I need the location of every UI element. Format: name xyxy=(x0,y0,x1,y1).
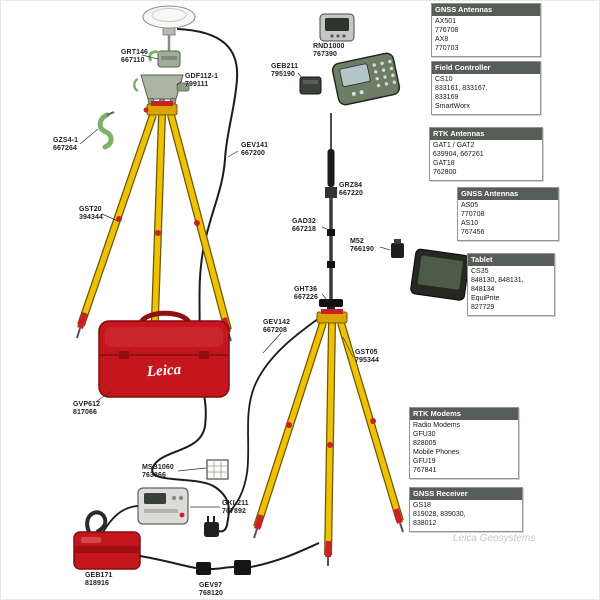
transport-case xyxy=(98,310,230,398)
info-box-header: GNSS Receiver xyxy=(410,488,522,501)
part-label-gev97: GEV97 768120 xyxy=(199,582,223,598)
info-box-items: GS18 819028, 839030, 838012 xyxy=(413,502,466,528)
part-label-gst20: GST20 394344 xyxy=(79,206,103,222)
info-box-gnss-antennas-2: GNSS Antennas AS05 770708 AS10 767456 xyxy=(457,187,559,242)
part-label-gvp612: GVP612 817066 xyxy=(73,401,101,417)
watermark-text: Leica Geosystems xyxy=(453,533,536,544)
info-box-gnss-antennas-1: GNSS Antennas AX501 776708 AX8 770703 xyxy=(431,3,541,58)
info-box-items: GAT1 / GAT2 639904, 667261 GAT18 762800 xyxy=(433,142,484,177)
power-plug xyxy=(204,516,219,537)
info-box-items: Radio Modems GFU30 828005 Mobile Phones … xyxy=(413,422,461,475)
external-battery xyxy=(73,510,141,570)
part-label-gad32: GAD32 667218 xyxy=(292,218,316,234)
info-box-items: CS10 833161, 833167, 833169 SmartWorx xyxy=(435,76,488,111)
info-box-header: RTK Modems xyxy=(410,408,518,421)
cable-connectors xyxy=(196,560,251,575)
adapter-part xyxy=(391,239,404,258)
handheld-device xyxy=(319,13,355,42)
part-label-gzs4: GZS4-1 667264 xyxy=(53,137,79,153)
telescopic-rod xyxy=(325,113,337,299)
part-label-grt146: GRT146 667110 xyxy=(121,49,149,65)
info-box-items: AS05 770708 AS10 767456 xyxy=(461,202,485,237)
info-box-field-controller: Field Controller CS10 833161, 833167, 83… xyxy=(431,61,541,116)
info-box-header: RTK Antennas xyxy=(430,128,542,141)
part-label-msb1060: MSB1060 763866 xyxy=(142,464,174,480)
part-label-gst05: GST05 795344 xyxy=(355,349,379,365)
part-label-geb211: GEB211 795190 xyxy=(271,63,299,79)
info-box-rtk-modems: RTK Modems Radio Modems GFU30 828005 Mob… xyxy=(409,407,519,479)
carrier xyxy=(148,50,181,68)
battery-small xyxy=(299,76,322,95)
case-brand-logo: Leica xyxy=(146,361,182,381)
info-box-header: GNSS Antennas xyxy=(458,188,558,201)
info-box-rtk-antennas: RTK Antennas GAT1 / GAT2 639904, 667261 … xyxy=(429,127,543,182)
gnss-antenna xyxy=(142,5,196,51)
battery-cable xyxy=(139,542,320,570)
part-label-rnd1000: RND1000 767390 xyxy=(313,43,345,59)
info-box-header: GNSS Antennas xyxy=(432,4,540,17)
field-controller-device xyxy=(331,52,401,106)
height-hook xyxy=(97,111,115,150)
leader-lines xyxy=(79,54,391,508)
part-label-ght36: GHT36 667226 xyxy=(294,286,318,302)
tripod-cable xyxy=(228,310,330,514)
part-label-geb171: GEB171 818916 xyxy=(85,572,113,588)
tablet-device xyxy=(410,248,470,301)
charger-cable xyxy=(102,505,139,533)
info-box-items: AX501 776708 AX8 770703 xyxy=(435,18,459,53)
info-box-items: CS35 848130, 848131, 848134 EquiPrite 82… xyxy=(471,268,524,312)
charger-device xyxy=(137,487,189,525)
tribrach xyxy=(133,74,190,106)
part-label-gdf112: GDF112-1 799111 xyxy=(185,73,219,89)
part-label-gev141: GEV141 667200 xyxy=(241,142,269,158)
part-label-m52: M52 766190 xyxy=(350,238,374,254)
part-label-grz84: GRZ84 667220 xyxy=(339,182,363,198)
connector-box xyxy=(206,459,229,480)
part-label-gev142: GEV142 667208 xyxy=(263,319,291,335)
info-box-header: Field Controller xyxy=(432,62,540,75)
tripod-right xyxy=(253,309,404,566)
info-box-header: Tablet xyxy=(468,254,554,267)
info-box-gnss-receiver: GNSS Receiver GS18 819028, 839030, 83801… xyxy=(409,487,523,533)
info-box-tablet: Tablet CS35 848130, 848131, 848134 EquiP… xyxy=(467,253,555,317)
part-label-gkl211: GKL211 767892 xyxy=(222,500,249,516)
